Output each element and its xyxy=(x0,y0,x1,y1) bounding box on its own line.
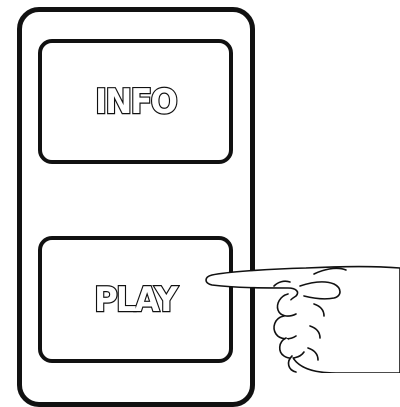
info-button[interactable]: INFO xyxy=(38,39,233,164)
play-button-label: PLAY xyxy=(95,280,177,320)
info-button-label: INFO xyxy=(95,82,176,122)
pointing-hand-icon xyxy=(196,252,400,373)
